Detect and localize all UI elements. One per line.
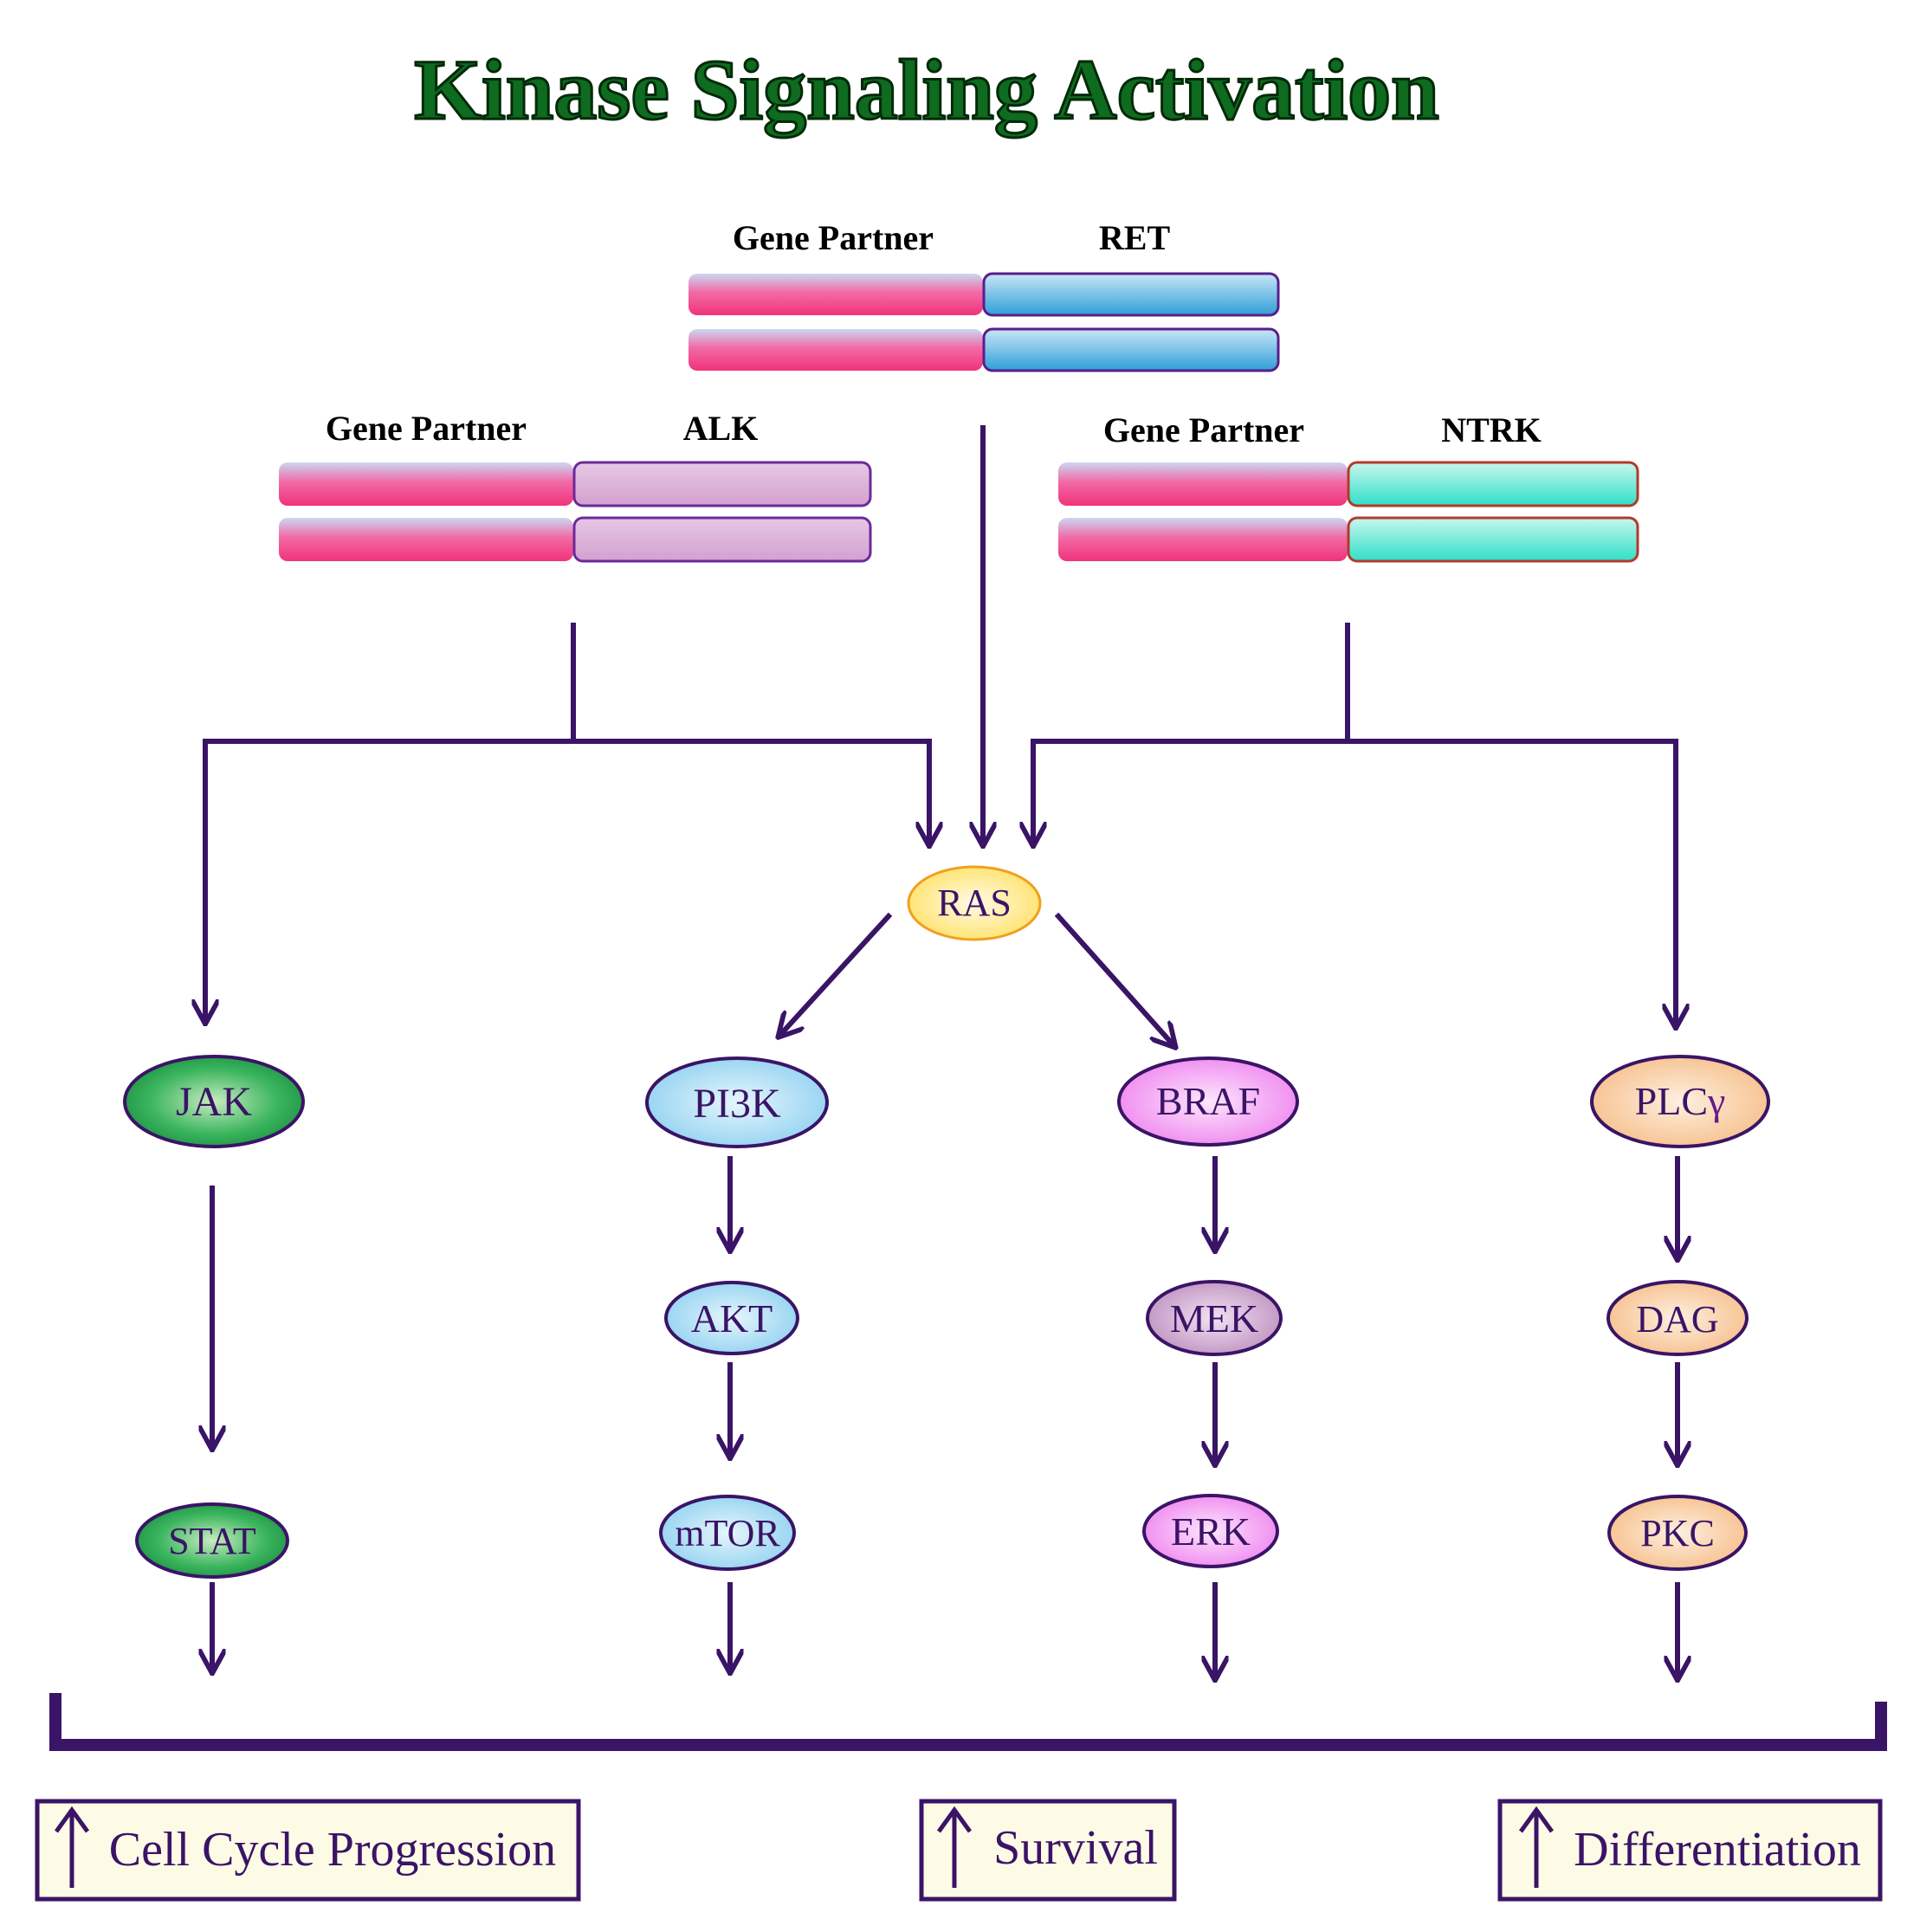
alk-kinase-bar-1 (572, 461, 872, 507)
ret-kinase-bar-1 (982, 272, 1280, 317)
up-arrow-icon (1518, 1806, 1555, 1888)
node-braf: BRAF (1117, 1056, 1299, 1147)
ras-to-pi3k-arrow (779, 912, 893, 1036)
node-pkc: PKC (1607, 1495, 1748, 1571)
outcome-differentiation-label: Differentiation (1574, 1823, 1861, 1877)
node-mtor: mTOR (659, 1495, 796, 1571)
alk-partner-bar-2 (279, 518, 573, 561)
akt-label: AKT (691, 1296, 773, 1341)
ntrk-partner-bar-1 (1058, 462, 1348, 506)
node-pi3k: PI3K (645, 1056, 829, 1148)
up-arrow-icon (936, 1806, 973, 1888)
alk-kinase-bar-2 (572, 516, 872, 563)
erk-label: ERK (1171, 1509, 1251, 1554)
outcome-survival-box: Survival (919, 1799, 1177, 1902)
node-plc-gamma: PLCγ (1590, 1055, 1770, 1148)
stat-label: STAT (168, 1520, 256, 1562)
up-arrow-icon (54, 1806, 90, 1888)
outcome-differentiation-box: Differentiation (1497, 1799, 1883, 1902)
node-dag: DAG (1606, 1280, 1749, 1356)
jak-label: JAK (176, 1079, 252, 1125)
mek-label: MEK (1170, 1296, 1258, 1341)
node-mek: MEK (1146, 1280, 1283, 1356)
alk-kinase-label: ALK (683, 409, 759, 448)
plc-gamma-symbol: γ (1707, 1079, 1725, 1123)
outcome-cell-cycle-label: Cell Cycle Progression (109, 1823, 556, 1877)
connectors (205, 425, 1678, 1678)
ras-label: RAS (937, 882, 1012, 924)
ret-partner-label: Gene Partner (733, 218, 934, 257)
ntrk-partner-bar-2 (1058, 518, 1348, 561)
pkc-label: PKC (1640, 1512, 1715, 1554)
page-title: Kinase Signaling Activation (414, 42, 1439, 138)
alk-fusion: Gene Partner ALK (279, 409, 872, 563)
node-jak: JAK (123, 1055, 305, 1148)
svg-text:PLCγ: PLCγ (1635, 1079, 1726, 1123)
ret-partner-bar-1 (688, 274, 983, 315)
bottom-bracket (49, 1693, 1887, 1751)
ret-kinase-bar-2 (982, 327, 1280, 372)
ntrk-partner-label: Gene Partner (1103, 410, 1304, 449)
ras-to-braf-arrow (1054, 912, 1174, 1046)
ntrk-kinase-bar-1 (1347, 461, 1639, 507)
pi3k-label: PI3K (693, 1081, 781, 1127)
node-stat: STAT (135, 1502, 289, 1579)
dag-label: DAG (1636, 1298, 1718, 1341)
ntrk-kinase-bar-2 (1347, 516, 1639, 563)
mtor-label: mTOR (675, 1512, 780, 1554)
ntrk-fusion: Gene Partner NTRK (1058, 410, 1639, 563)
braf-label: BRAF (1156, 1079, 1260, 1123)
outcome-cell-cycle-box: Cell Cycle Progression (35, 1799, 581, 1902)
ret-partner-bar-2 (688, 329, 983, 371)
node-akt: AKT (664, 1281, 799, 1355)
alk-partner-label: Gene Partner (326, 409, 527, 448)
ret-kinase-label: RET (1099, 218, 1171, 257)
node-ras: RAS (907, 865, 1042, 941)
ret-fusion: Gene Partner RET (688, 218, 1280, 372)
ntrk-kinase-label: NTRK (1441, 410, 1542, 449)
alk-partner-bar-1 (279, 462, 573, 506)
plc-label: PLC (1635, 1079, 1708, 1123)
node-erk: ERK (1142, 1494, 1279, 1568)
outcome-survival-label: Survival (993, 1821, 1158, 1875)
